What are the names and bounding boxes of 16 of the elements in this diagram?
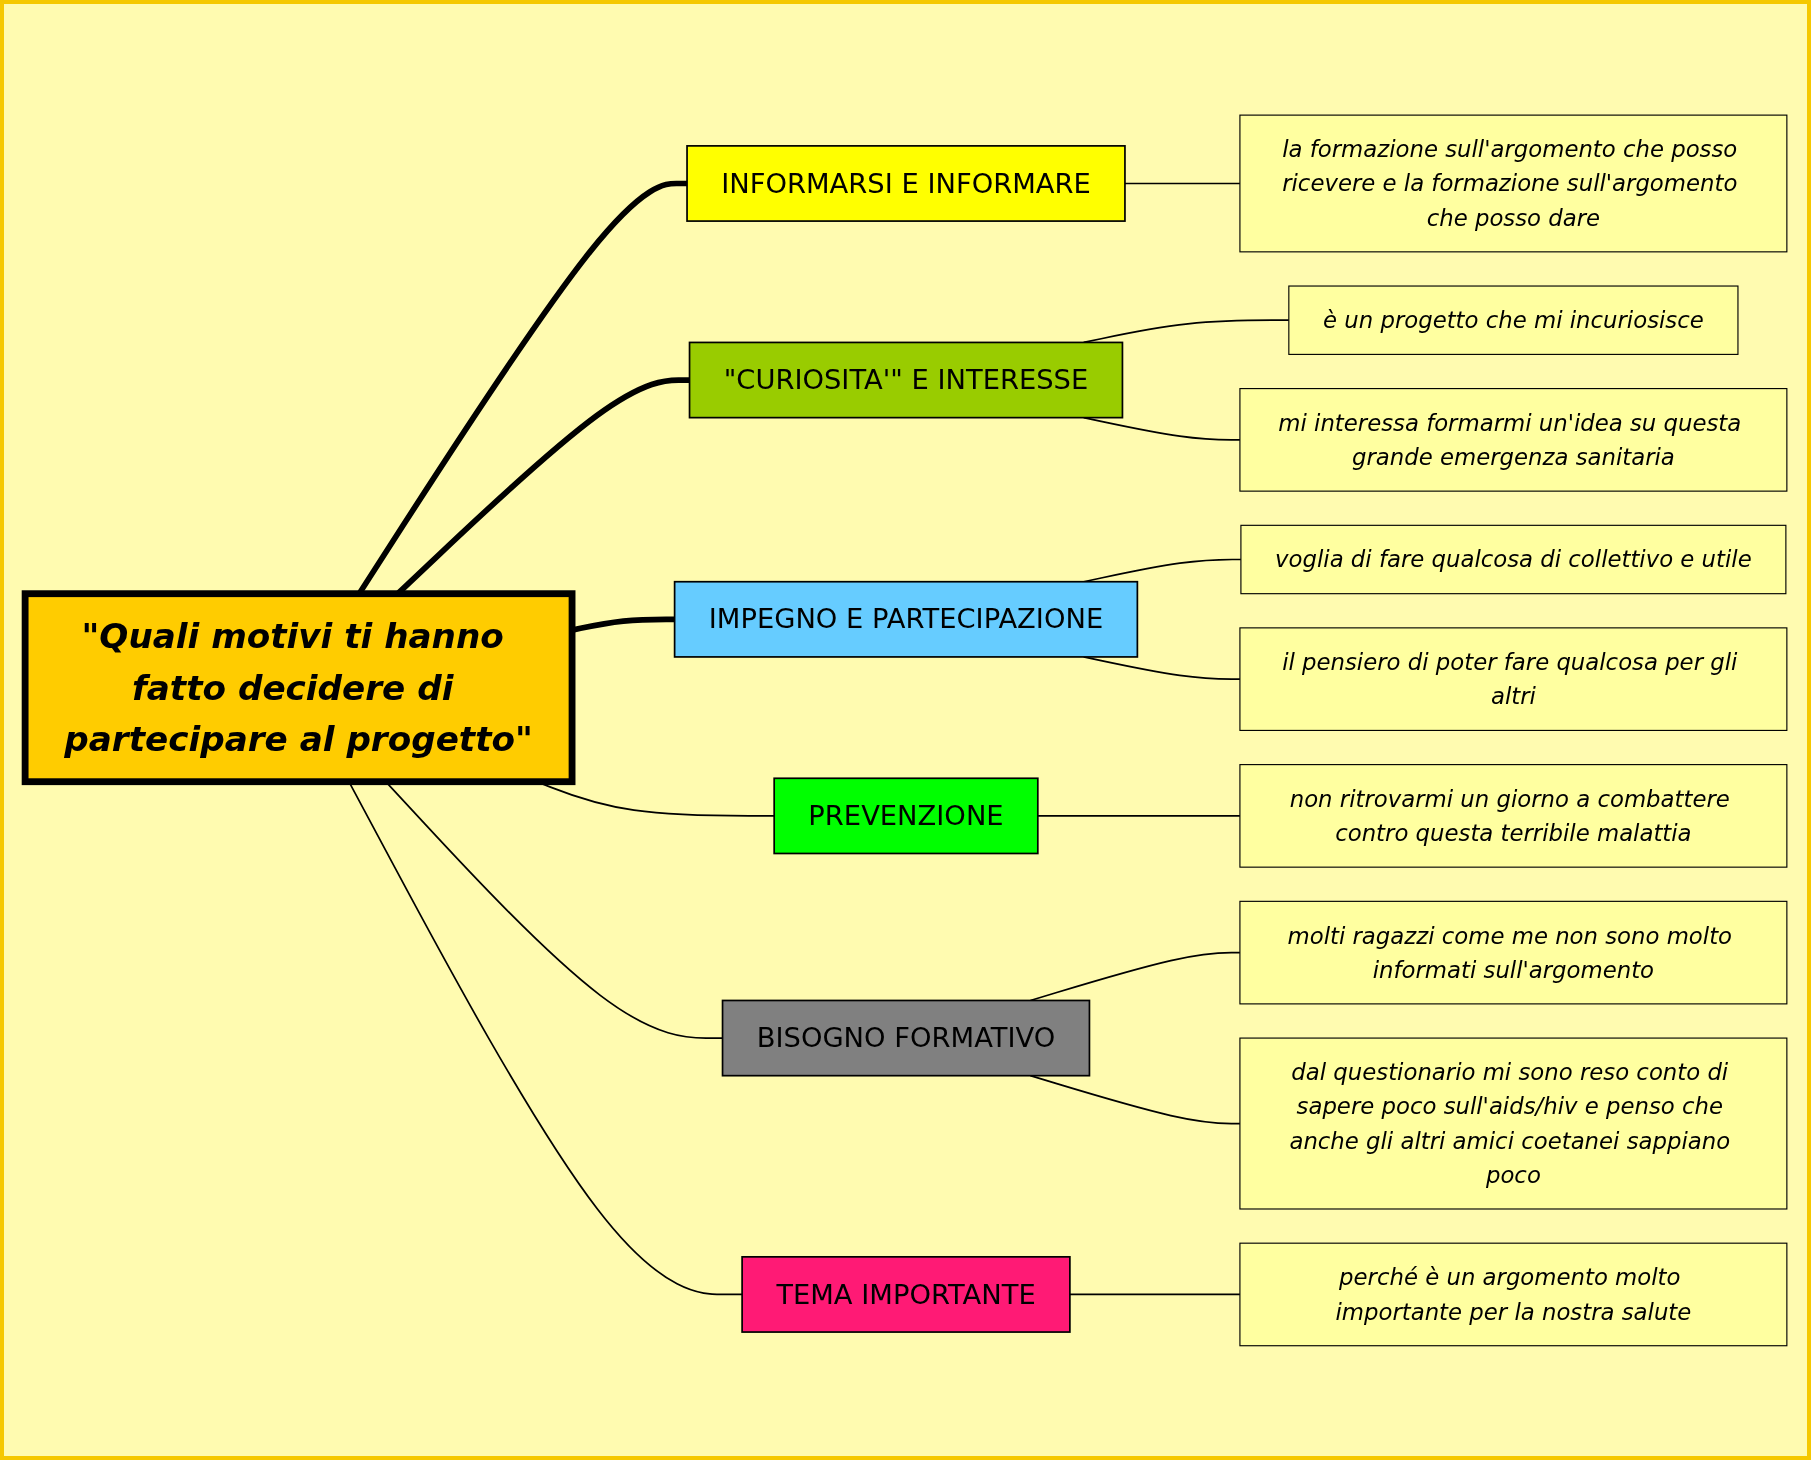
node-box: mi interessa formarmi un'idea su questa grande emergenza sanitaria [1238,387,1787,492]
node-box: non ritrovarmi un giorno a combattere contro questa terribile malattia [1238,763,1787,868]
node-box: INFORMARSI E INFORMARE [685,144,1126,222]
node-box: "Quali motivi ti hanno fatto decidere di partecipare al progetto" [21,589,575,785]
node-box: è un progetto che mi incuriosisce [1287,285,1739,355]
node-box: molti ragazzi come me non sono molto informati sull'argomento [1238,900,1787,1005]
node-box: IMPEGNO E PARTECIPAZIONE [673,580,1138,658]
node-box: BISOGNO FORMATIVO [721,999,1090,1077]
node-box: TEMA IMPORTANTE [740,1255,1071,1333]
node-box: la formazione sull'argomento che posso ricevere e la formazione sull'argomento che posso dare [1238,114,1787,252]
node-box: voglia di fare qualcosa di collettivo e utile [1239,524,1786,594]
node-box: "CURIOSITA'" E INTERESSE [688,341,1123,419]
node-box: PREVENZIONE [772,777,1039,854]
node-box: dal questionario mi sono reso conto di sapere poco sull'aids/hiv e penso che anche gli altri amici coetanei sappiano poco [1238,1037,1787,1210]
node-box: perché è un argomento molto importante per la nostra salute [1238,1242,1787,1346]
node-box: il pensiero di poter fare qualcosa per gli altri [1238,626,1787,731]
